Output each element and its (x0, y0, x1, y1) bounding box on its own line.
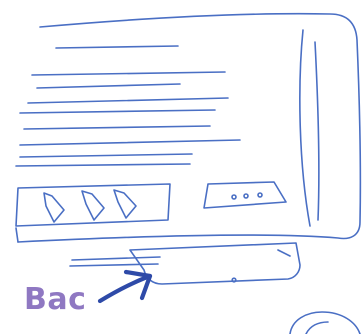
callout-label: Bac (24, 283, 86, 317)
floor-line (72, 257, 160, 260)
unit-inner-edge (300, 30, 310, 226)
grille-lines (16, 46, 240, 166)
control-panel (204, 182, 286, 208)
step-circle-inner (306, 322, 328, 334)
unit-left-edge (16, 228, 18, 242)
unit-side-panel (315, 42, 319, 220)
pointer-arrow (100, 272, 150, 301)
step-circle (290, 312, 360, 334)
louver-vents (16, 184, 170, 226)
floor-line (70, 264, 158, 266)
